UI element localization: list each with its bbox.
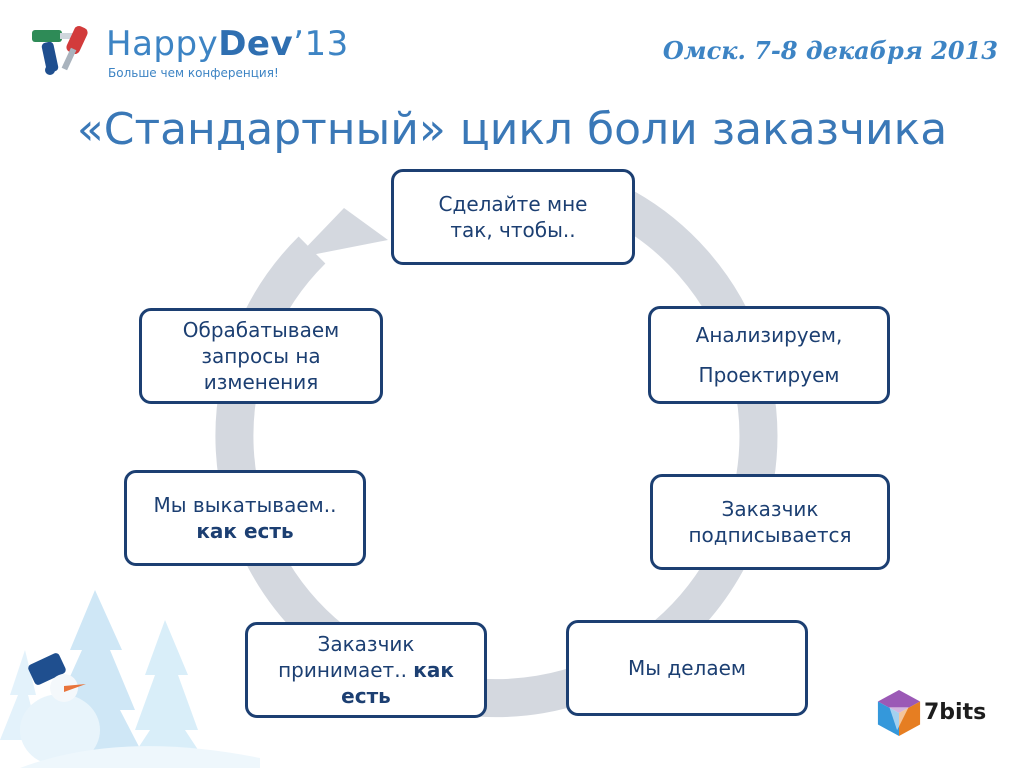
node-text-bold: есть [341, 684, 391, 708]
cube-logo-icon [877, 690, 921, 736]
node-text-line: Заказчик [317, 632, 415, 656]
happydev-logo: HappyDev’13 Больше чем конференция! [30, 22, 350, 84]
node-text-line: принимает.. [278, 658, 407, 682]
cycle-arrowhead [296, 208, 388, 258]
cycle-node-customer-accepts: Заказчик принимает.. как есть [245, 622, 487, 718]
node-text-line: подписывается [688, 523, 852, 547]
node-text-line: так, чтобы.. [450, 218, 576, 242]
node-text-line: Проектируем [698, 363, 840, 387]
node-text-line: Обрабатываем [182, 318, 340, 342]
logo-name-light: Happy [106, 24, 219, 64]
cycle-node-we-build: Мы делаем [566, 620, 808, 716]
cycle-node-analyze: Анализируем, Проектируем [648, 306, 890, 404]
brand-7bits: 7bits [876, 688, 996, 744]
fir-tree-shape [125, 620, 210, 768]
logo-year: ’13 [293, 24, 349, 64]
slide-title: «Стандартный» цикл боли заказчика [76, 104, 948, 155]
node-text-line: Мы делаем [628, 656, 746, 680]
node-text-bold: как есть [196, 519, 294, 543]
cycle-node-request: Сделайте мне так, чтобы.. [391, 169, 635, 265]
cycle-node-customer-signs: Заказчик подписывается [650, 474, 890, 570]
cycle-node-change-requests: Обрабатываем запросы на изменения [139, 308, 383, 404]
node-text-line: Мы выкатываем.. [153, 493, 337, 517]
node-text-line: Анализируем, [695, 323, 843, 347]
event-location-date: Омск. 7-8 декабря 2013 [662, 36, 998, 65]
logo-tagline: Больше чем конференция! [108, 66, 279, 80]
tools-logo-icon [32, 25, 88, 75]
cycle-node-we-release: Мы выкатываем.. как есть [124, 470, 366, 566]
node-text-line: изменения [203, 370, 319, 394]
logo-name-bold: Dev [218, 24, 294, 64]
node-text-line: Заказчик [721, 497, 819, 521]
winter-decoration [0, 590, 260, 768]
logo-wordmark: HappyDev’13 [106, 24, 349, 64]
node-text-line: запросы на [201, 344, 321, 368]
brand-name: 7bits [924, 700, 987, 725]
node-text-bold: как [413, 658, 454, 682]
node-text-line: Сделайте мне [438, 192, 588, 216]
